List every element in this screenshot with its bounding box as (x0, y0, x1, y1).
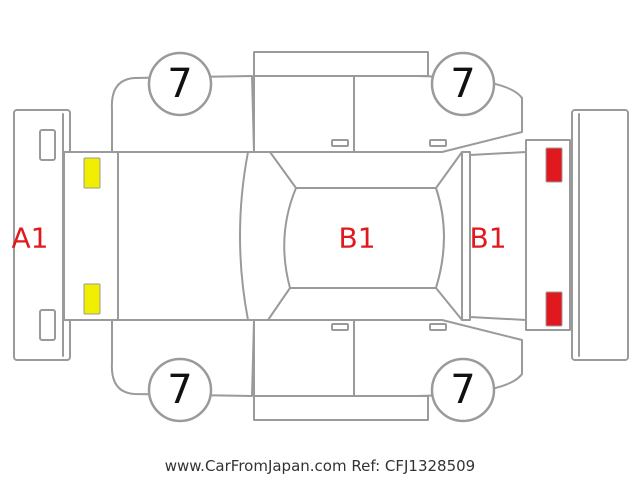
front-lamp-top (83, 157, 101, 189)
rear-bumper (571, 109, 629, 361)
rear-lamp-top (545, 147, 563, 183)
wheel-front-right: 7 (147, 357, 213, 423)
damage-code-rear-window: B1 (469, 222, 506, 255)
wheel-rear-left: 7 (430, 51, 496, 117)
side-profile-bottom (110, 319, 523, 421)
car-body-top-view (63, 139, 571, 331)
wheel-front-left-score: 7 (167, 61, 192, 107)
damage-code-front-bumper: A1 (12, 222, 49, 255)
rear-lamp-bottom (545, 291, 563, 327)
wheel-rear-right-score: 7 (450, 367, 475, 413)
damage-code-roof: B1 (338, 222, 375, 255)
wheel-front-right-score: 7 (167, 367, 192, 413)
front-lamp-bottom (83, 283, 101, 315)
wheel-rear-left-score: 7 (450, 61, 475, 107)
reference-footer: www.CarFromJapan.com Ref: CFJ1328509 (164, 457, 476, 475)
wheel-rear-right: 7 (430, 357, 496, 423)
wheel-front-left: 7 (147, 51, 213, 117)
